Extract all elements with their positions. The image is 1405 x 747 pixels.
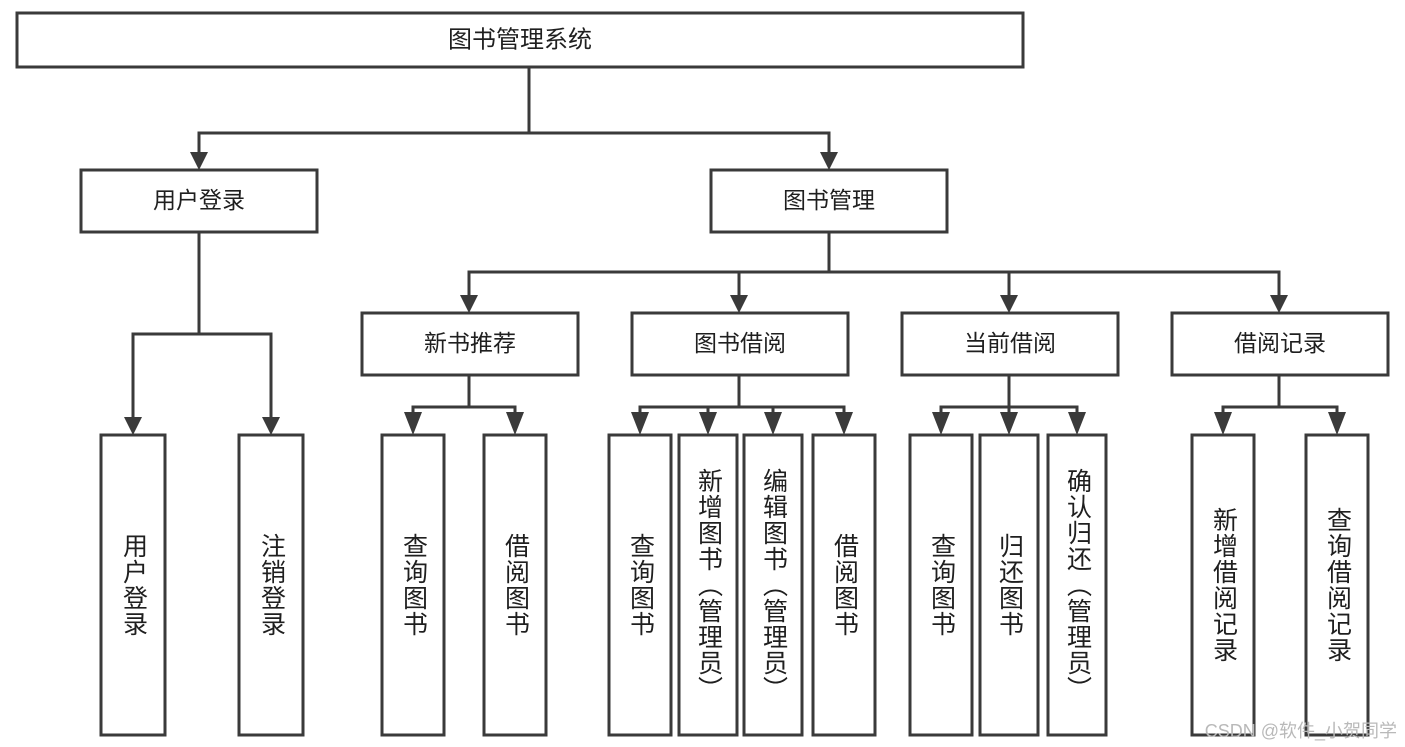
node-new-book-recommend[interactable]: 新书推荐	[360, 311, 580, 377]
arrow-head-leaf-confirm-return	[1068, 412, 1086, 435]
arrow-head-leaf-return-book	[1000, 412, 1018, 435]
node-user-login[interactable]: 用户登录	[79, 168, 319, 234]
node-book-management[interactable]: 图书管理	[709, 168, 949, 234]
node-leaf-return-book[interactable]	[978, 433, 1040, 737]
node-current-borrow-label: 当前借阅	[964, 330, 1056, 356]
node-user-login-label: 用户登录	[153, 187, 245, 213]
node-leaf-logout[interactable]	[237, 433, 305, 737]
node-leaf-add-record[interactable]	[1190, 433, 1256, 737]
arrow-head-leaf-query-book-2	[631, 412, 649, 435]
connector-group-book-borrow-to-leaves	[631, 373, 853, 435]
node-leaf-query-book-2[interactable]	[607, 433, 673, 737]
arrow-head-leaf-edit-book	[764, 412, 782, 435]
node-leaf-query-book-3[interactable]	[908, 433, 974, 737]
node-leaf-borrow-book-1[interactable]	[482, 433, 548, 737]
arrow-head-leaf-add-record	[1214, 412, 1232, 435]
node-leaf-user-login[interactable]	[99, 433, 167, 737]
arrow-head-borrow-record	[1270, 295, 1288, 313]
arrow-head-book-management	[820, 152, 838, 170]
arrow-head-leaf-logout	[262, 417, 280, 435]
arrow-head-leaf-borrow-book-2	[835, 412, 853, 435]
arrow-head-current-borrow	[1000, 295, 1018, 313]
node-leaf-add-book[interactable]	[677, 433, 739, 737]
arrow-head-book-borrow	[730, 295, 748, 313]
node-leaf-query-record[interactable]	[1304, 433, 1370, 737]
connector-group-user-login-to-leaves	[124, 230, 280, 435]
node-root[interactable]: 图书管理系统	[15, 11, 1025, 69]
connector-group-book-management-to-level3	[460, 230, 1288, 313]
connector-group-borrow-record-to-leaves	[1214, 373, 1346, 435]
connector-group-new-book-recommend-to-leaves	[404, 373, 524, 435]
node-borrow-record-label: 借阅记录	[1234, 330, 1326, 356]
arrow-head-user-login	[190, 152, 208, 170]
arrow-head-leaf-query-book-3	[932, 412, 950, 435]
arrow-head-leaf-borrow-book-1	[506, 412, 524, 435]
node-book-borrow[interactable]: 图书借阅	[630, 311, 850, 377]
node-leaf-borrow-book-2[interactable]	[811, 433, 877, 737]
node-book-management-label: 图书管理	[783, 187, 875, 213]
node-current-borrow[interactable]: 当前借阅	[900, 311, 1120, 377]
node-leaf-confirm-return[interactable]	[1046, 433, 1108, 737]
node-leaf-edit-book[interactable]	[742, 433, 804, 737]
arrow-head-leaf-user-login	[124, 417, 142, 435]
node-root-label: 图书管理系统	[448, 26, 592, 53]
arrow-head-leaf-query-record	[1328, 412, 1346, 435]
node-borrow-record[interactable]: 借阅记录	[1170, 311, 1390, 377]
arrow-head-leaf-add-book	[699, 412, 717, 435]
arrow-head-new-book-recommend	[460, 295, 478, 313]
node-leaf-query-book-1[interactable]	[380, 433, 446, 737]
node-new-book-recommend-label: 新书推荐	[424, 330, 516, 356]
connector-group-current-borrow-to-leaves	[932, 373, 1086, 435]
arrow-head-leaf-query-book-1	[404, 412, 422, 435]
connector-group-root-to-level2	[190, 65, 838, 170]
node-book-borrow-label: 图书借阅	[694, 330, 786, 356]
